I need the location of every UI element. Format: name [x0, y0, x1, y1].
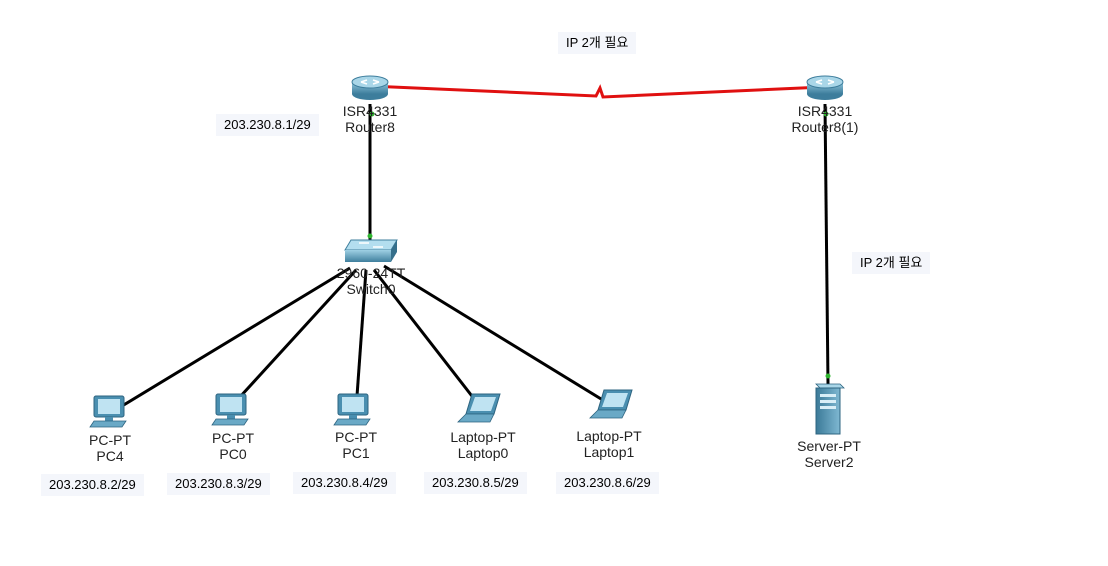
laptop-icon[interactable]	[589, 389, 633, 419]
router8-label: ISR4331 Router8	[343, 103, 397, 135]
ip-laptop1: 203.230.8.6/29	[556, 472, 659, 494]
router8-model: ISR4331	[342, 103, 398, 119]
link-switch0-pc0[interactable]	[237, 268, 358, 400]
pc-icon[interactable]	[333, 393, 371, 426]
laptop0-label: Laptop-PT Laptop0	[450, 429, 515, 461]
link-switch0-laptop0[interactable]	[372, 269, 477, 401]
pc0-label: PC-PT PC0	[212, 430, 254, 462]
link-switch0-pc4[interactable]	[116, 266, 351, 411]
note-server-link: IP 2개 필요	[852, 252, 931, 274]
router8-1-label: ISR4331 Router8(1)	[792, 103, 859, 135]
router8-1-model: ISR4331	[797, 103, 853, 119]
server-icon[interactable]	[815, 383, 845, 435]
pc1-name: PC1	[342, 445, 370, 461]
pc-icon[interactable]	[89, 395, 127, 428]
ip-laptop0: 203.230.8.5/29	[424, 472, 527, 494]
ip-pc4: 203.230.8.2/29	[41, 474, 144, 496]
router-icon[interactable]	[806, 75, 844, 100]
laptop0-model: Laptop-PT	[450, 429, 516, 445]
note-top-link: IP 2개 필요	[558, 32, 637, 54]
switch0-model: 2960-24TT	[336, 265, 406, 281]
server2-model: Server-PT	[797, 438, 861, 454]
pc1-model: PC-PT	[335, 429, 377, 445]
laptop1-name: Laptop1	[583, 444, 635, 460]
server2-label: Server-PT Server2	[797, 438, 861, 470]
router-icon[interactable]	[351, 75, 389, 100]
pc4-label: PC-PT PC4	[89, 432, 131, 464]
pc-icon[interactable]	[211, 393, 249, 426]
links	[116, 84, 830, 411]
router8-1-name: Router8(1)	[791, 119, 859, 135]
pc4-model: PC-PT	[89, 432, 131, 448]
link-switch0-pc1[interactable]	[355, 269, 368, 397]
switch0-name: Switch0	[346, 281, 396, 297]
ip-pc1: 203.230.8.4/29	[293, 472, 396, 494]
router8-name: Router8	[345, 119, 395, 135]
switch0-label: 2960-24TT Switch0	[337, 265, 405, 297]
laptop0-name: Laptop0	[457, 445, 509, 461]
pc1-label: PC-PT PC1	[335, 429, 377, 461]
link-endpoint-markers	[367, 111, 831, 379]
link-router8-1-server2[interactable]	[823, 103, 830, 385]
ip-pc0: 203.230.8.3/29	[167, 473, 270, 495]
switch-icon[interactable]	[344, 239, 398, 262]
ip-router8: 203.230.8.1/29	[216, 114, 319, 136]
pc0-model: PC-PT	[212, 430, 254, 446]
serial-link-router8-router8-1[interactable]	[369, 84, 825, 99]
link-switch0-laptop1[interactable]	[383, 264, 607, 404]
laptop1-label: Laptop-PT Laptop1	[576, 428, 641, 460]
laptop1-model: Laptop-PT	[576, 428, 642, 444]
pc4-name: PC4	[96, 448, 124, 464]
pc0-name: PC0	[219, 446, 247, 462]
server2-name: Server2	[804, 454, 854, 470]
laptop-icon[interactable]	[457, 393, 501, 423]
